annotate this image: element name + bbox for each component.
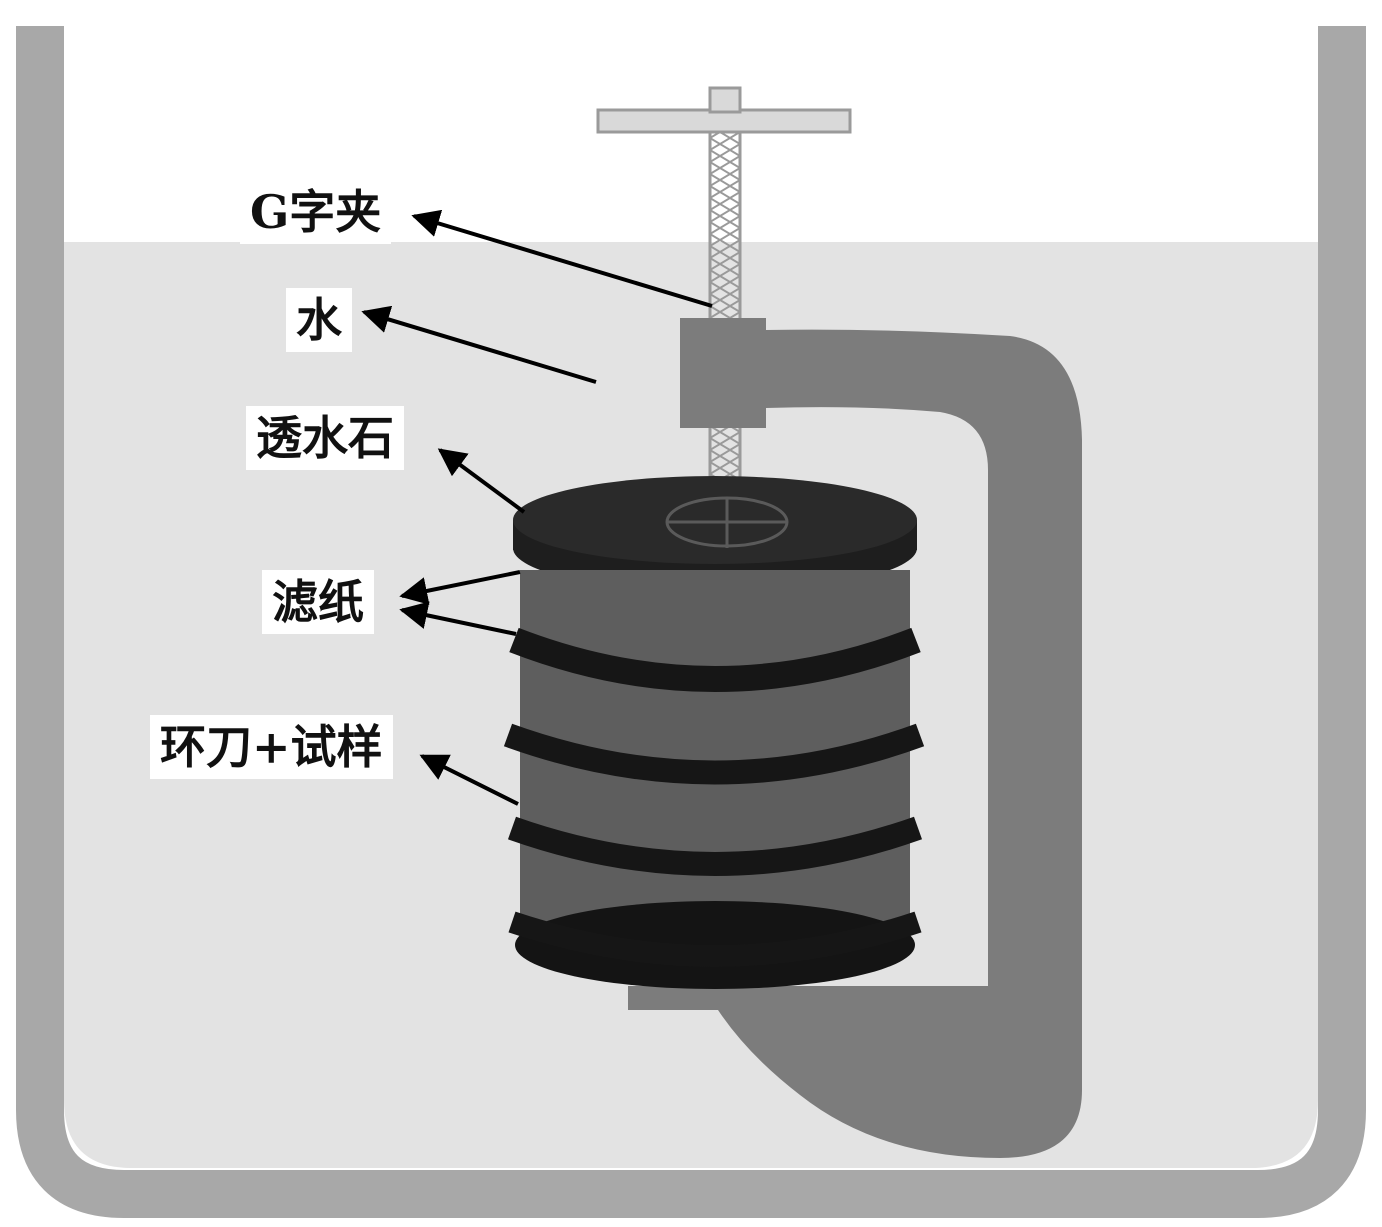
arrow-stone (437, 448, 526, 514)
ring-band-4 (508, 911, 922, 967)
ring-band-1 (509, 627, 921, 692)
label-g-clamp: G字夹 (240, 180, 392, 244)
clamp-handle-top (708, 86, 742, 114)
arrow-water (361, 305, 597, 384)
clamp-screw (708, 130, 742, 500)
label-water: 水 (286, 288, 352, 352)
clamp-frame (628, 318, 1082, 1158)
label-ring-sample: 环刀+试样 (150, 715, 393, 779)
arrow-filter-2 (399, 601, 517, 636)
ring-bands (503, 627, 925, 967)
arrows (361, 209, 713, 806)
arrow-filter-1 (399, 570, 521, 605)
arrow-ring (419, 754, 519, 806)
arrow-clamp (411, 209, 713, 308)
label-filter-paper: 滤纸 (262, 570, 374, 634)
ring-band-2 (503, 723, 925, 785)
permeable-stone-top (513, 476, 917, 564)
container-wall (16, 26, 1366, 1218)
label-permeable-stone: 透水石 (246, 406, 404, 470)
ring-band-3 (507, 816, 923, 876)
